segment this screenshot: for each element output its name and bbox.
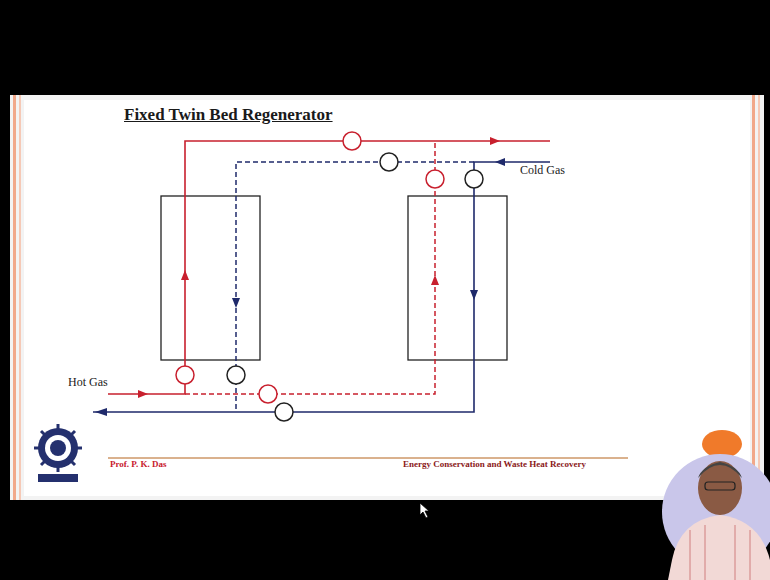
footer-rule bbox=[108, 458, 628, 459]
author-name: Prof. P. K. Das bbox=[110, 459, 167, 469]
slide-title: Fixed Twin Bed Regenerator bbox=[124, 105, 333, 125]
valve-symbols bbox=[176, 132, 483, 421]
stream-label: Cold Gas bbox=[520, 164, 565, 178]
presenter-inset bbox=[662, 430, 770, 580]
valve-symbol bbox=[275, 403, 293, 421]
mouse-cursor bbox=[420, 503, 429, 518]
valve-symbol bbox=[465, 170, 483, 188]
cold-gas-pipe-dashed bbox=[236, 162, 474, 412]
border-stripe bbox=[758, 95, 760, 500]
cold-gas-pipe bbox=[93, 162, 550, 412]
arrowhead bbox=[181, 270, 189, 280]
valve-symbol bbox=[176, 366, 194, 384]
slide-panel bbox=[24, 100, 750, 496]
arrowhead bbox=[490, 137, 500, 145]
arrowhead bbox=[431, 275, 439, 285]
arrowhead bbox=[232, 298, 240, 308]
border-stripe bbox=[752, 95, 755, 500]
slide-ground bbox=[10, 95, 764, 500]
arrowhead bbox=[470, 290, 478, 300]
valve-symbol bbox=[259, 385, 277, 403]
arrowhead bbox=[495, 158, 505, 166]
hot-gas-pipe bbox=[108, 141, 550, 394]
border-stripe bbox=[13, 95, 16, 500]
arrowhead bbox=[95, 408, 107, 416]
valve-symbol bbox=[227, 366, 245, 384]
border-stripe bbox=[19, 95, 21, 500]
valve-symbol bbox=[426, 170, 444, 188]
institute-logo bbox=[32, 420, 84, 486]
valve-symbol bbox=[343, 132, 361, 150]
regenerator-bed bbox=[408, 196, 507, 360]
valve-symbol bbox=[380, 153, 398, 171]
stream-label: Hot Gas bbox=[68, 376, 108, 390]
arrowhead bbox=[138, 390, 148, 398]
course-title: Energy Conservation and Waste Heat Recov… bbox=[403, 459, 586, 469]
regenerator-bed bbox=[161, 196, 260, 360]
hot-gas-pipe-dashed bbox=[185, 141, 435, 394]
